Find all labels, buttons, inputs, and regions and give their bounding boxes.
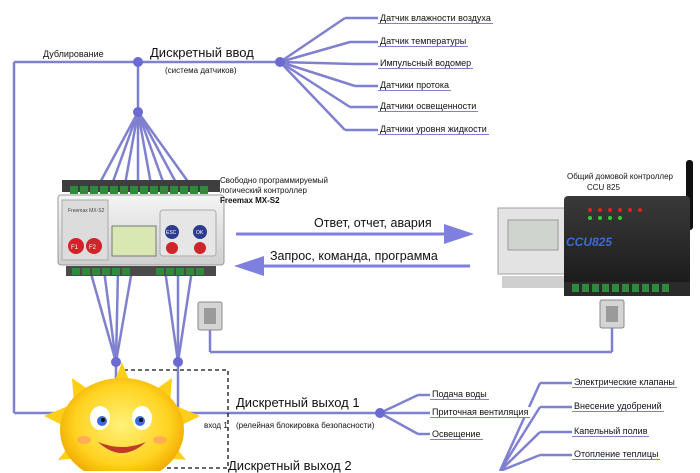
controller-desc-line2: логический контроллер — [220, 186, 307, 195]
output2-fertilizing: Внесение удобрений — [572, 401, 664, 412]
house-controller-line1: Общий домовой контроллер — [567, 172, 673, 181]
device-title-text: Freemax MX-S2 — [68, 208, 105, 214]
arrow-request-label: Запрос, команда, программа — [270, 249, 438, 263]
relay-dashed-box — [123, 369, 229, 469]
ccu825-logo: CCU825 — [566, 235, 612, 249]
freemax-controller-device: Freemax MX-S2 F1 F2 ESC OK — [57, 180, 225, 276]
sensor-illumination: Датчики освещенности — [378, 101, 479, 112]
esc-label: ESC — [166, 230, 177, 236]
node-duplication — [133, 57, 143, 67]
serial-connector-left — [197, 301, 223, 331]
discrete-output2-title: Дискретный выход 2 — [228, 458, 352, 473]
f1-button — [68, 238, 84, 254]
node-input — [275, 57, 285, 67]
sensor-temperature: Датчик температуры — [378, 36, 469, 47]
esc-button — [165, 225, 179, 239]
controller-desc-line3: Freemax MX-S2 — [220, 196, 280, 205]
junction-nodes — [111, 57, 385, 418]
sun-illustration — [44, 362, 200, 471]
sensor-pulse-water-meter: Импульсный водомер — [378, 58, 474, 69]
duplication-label: Дублирование — [43, 49, 104, 59]
arrow-request — [234, 256, 470, 276]
output1-lighting: Освещение — [430, 429, 483, 440]
arrow-response-label: Ответ, отчет, авария — [314, 216, 432, 230]
discrete-output1-title: Дискретный выход 1 — [236, 395, 360, 410]
node-output1 — [375, 408, 385, 418]
output2-greenhouse-heating: Отопление теплицы — [572, 449, 661, 460]
output1-input-label: вход 1 — [204, 421, 228, 430]
node-output-left — [111, 357, 121, 367]
sensor-air-humidity: Датчик влажности воздуха — [378, 13, 493, 24]
discrete-output1-subtitle: (релейная блокировка безопасности) — [236, 421, 375, 430]
house-controller-line2: CCU 825 — [587, 183, 620, 192]
sensor-flow: Датчики протока — [378, 80, 452, 91]
discrete-input-subtitle: (система датчиков) — [165, 66, 237, 75]
arrow-button-right — [194, 242, 206, 254]
discrete-input-title: Дискретный ввод — [150, 45, 254, 60]
node-output-right — [173, 357, 183, 367]
arrow-response — [236, 224, 474, 244]
output1-water-supply: Подача воды — [430, 389, 489, 400]
f1-label: F1 — [71, 245, 79, 251]
ccu825-device: CCU825 — [497, 160, 693, 296]
node-fan-top — [133, 107, 143, 117]
sensor-liquid-level: Датчики уровня жидкости — [378, 124, 489, 135]
output2-electric-valves: Электрические клапаны — [572, 377, 677, 388]
output2-drip-irrigation: Капельный полив — [572, 426, 650, 437]
f2-button — [86, 238, 102, 254]
controller-desc-line1: Свободно программируемый — [220, 176, 328, 185]
output1-supply-ventilation: Приточная вентиляция — [430, 407, 531, 418]
ok-button — [193, 225, 207, 239]
serial-connector-right — [599, 299, 625, 329]
arrow-button-left — [166, 242, 178, 254]
connection-lines — [12, 16, 614, 471]
f2-label: F2 — [89, 245, 97, 251]
ok-label: OK — [196, 230, 204, 236]
